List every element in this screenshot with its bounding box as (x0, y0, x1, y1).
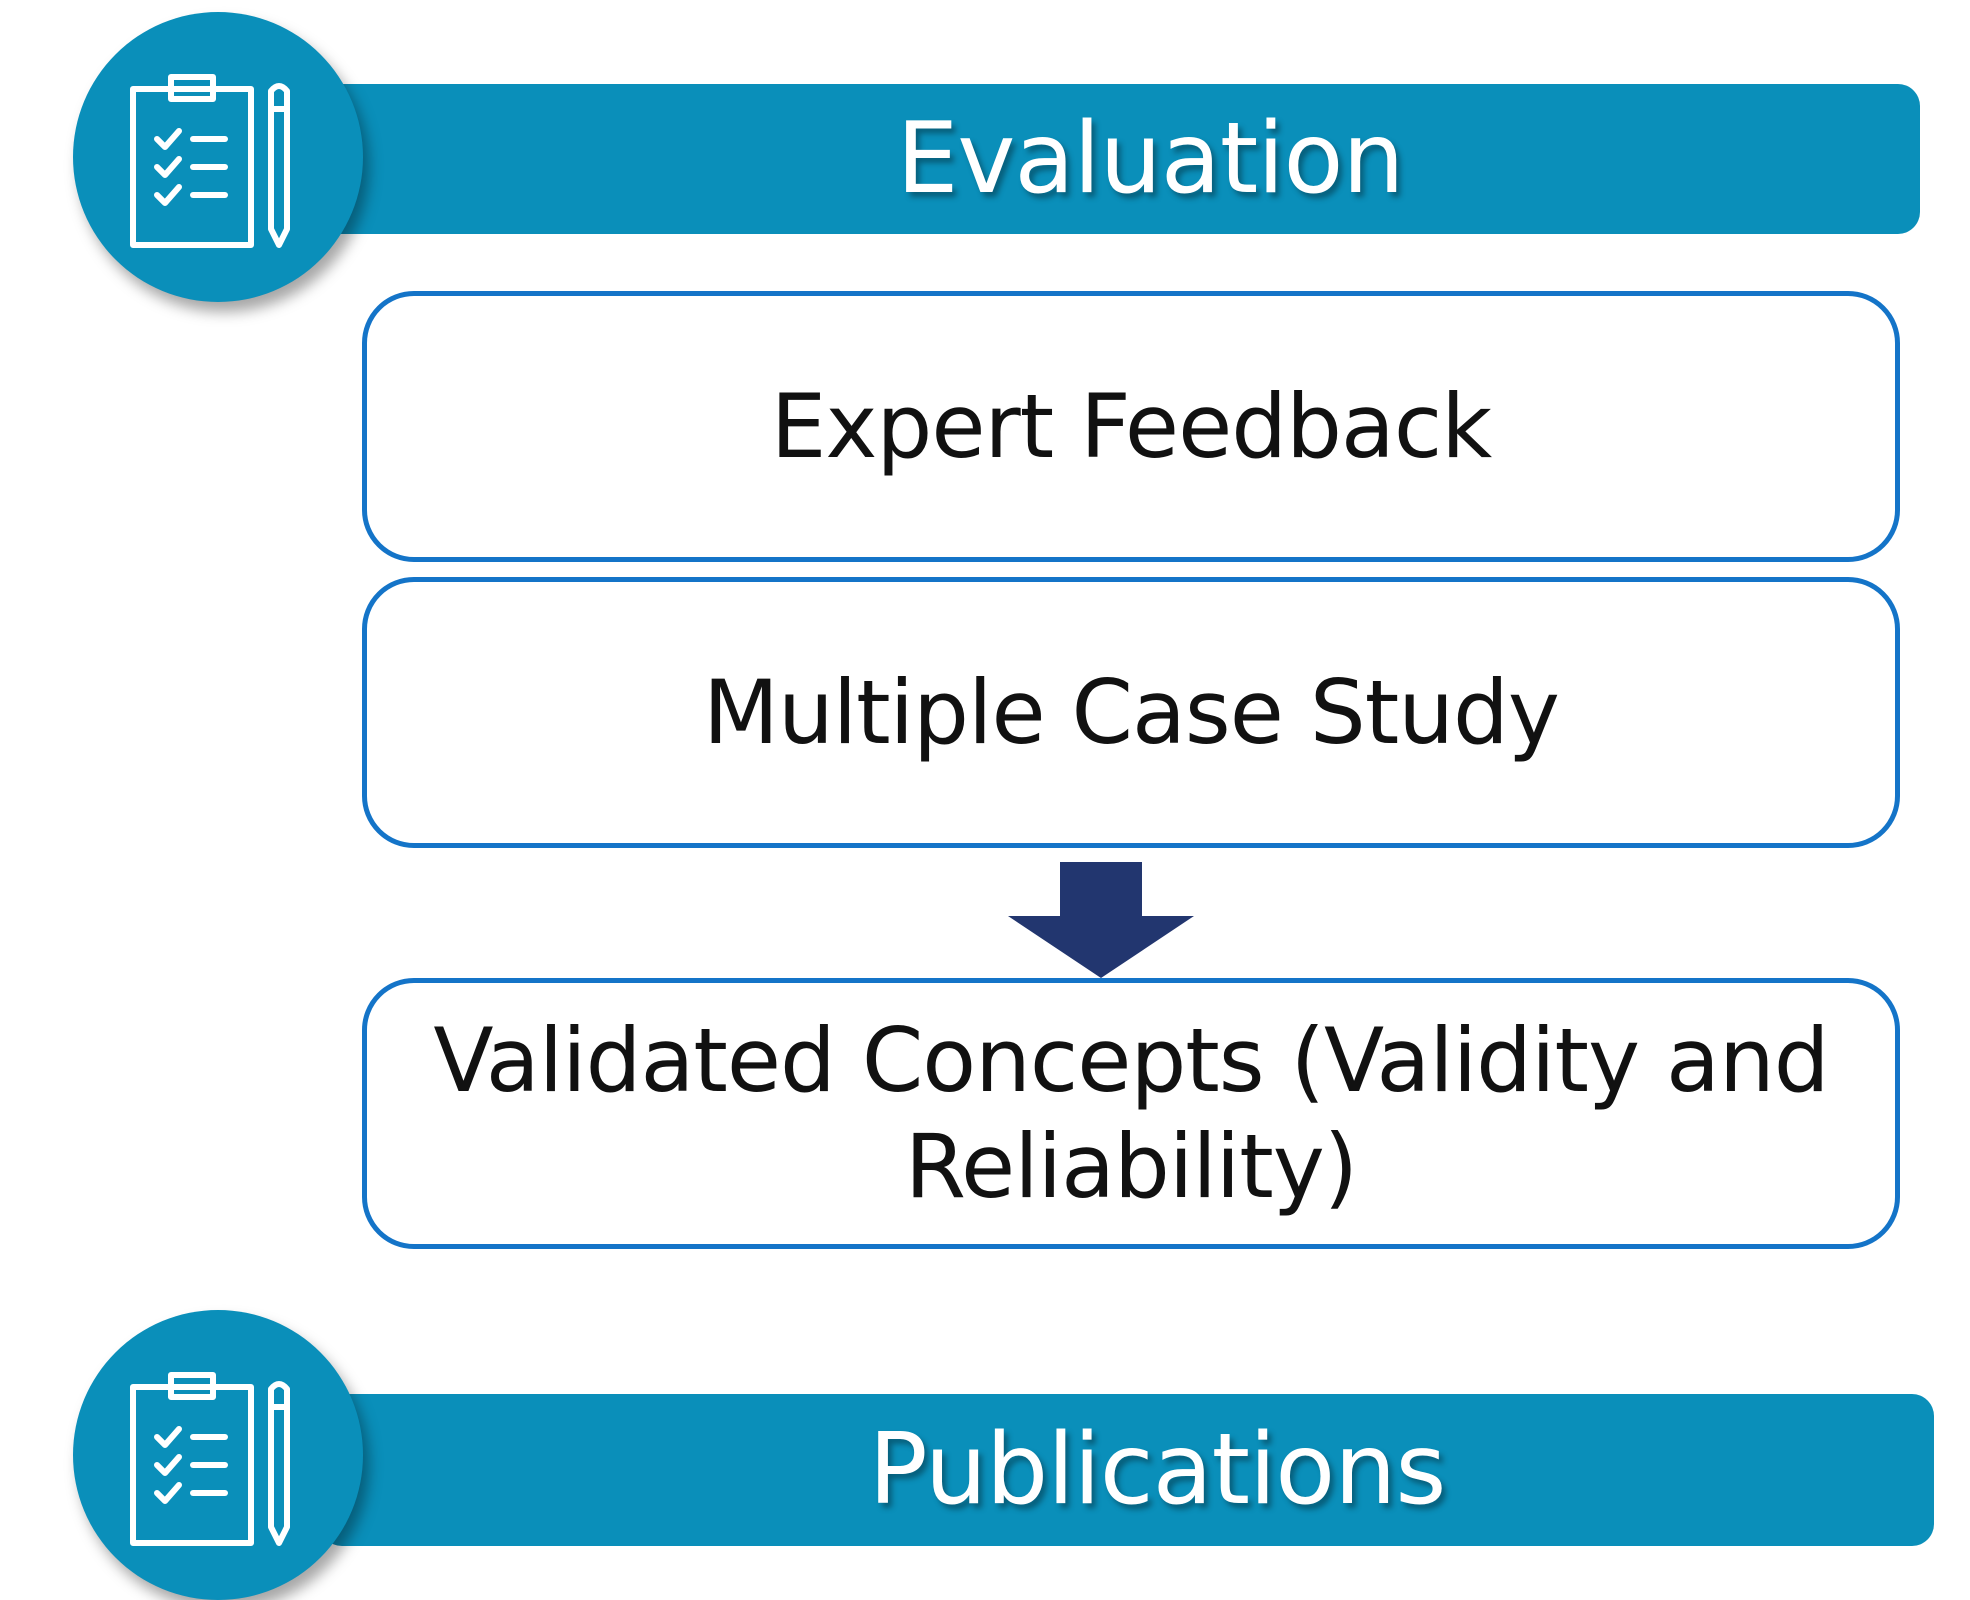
expert-feedback-box: Expert Feedback (362, 291, 1900, 562)
validated-concepts-label: Validated Concepts (Validity and Reliabi… (433, 1008, 1829, 1218)
multiple-case-study-label: Multiple Case Study (703, 660, 1560, 764)
evaluation-header-bar: Evaluation (320, 84, 1920, 234)
validated-concepts-box: Validated Concepts (Validity and Reliabi… (362, 978, 1900, 1249)
down-arrow-icon (1008, 862, 1194, 978)
publications-header-bar: Publications (320, 1394, 1934, 1546)
publications-title: Publications (868, 1413, 1447, 1527)
publications-badge (73, 1310, 363, 1600)
checklist-pencil-icon (130, 74, 290, 248)
checklist-pencil-icon (130, 1372, 290, 1546)
evaluation-title: Evaluation (896, 102, 1404, 216)
expert-feedback-label: Expert Feedback (770, 374, 1492, 478)
evaluation-badge (73, 12, 363, 302)
multiple-case-study-box: Multiple Case Study (362, 577, 1900, 848)
